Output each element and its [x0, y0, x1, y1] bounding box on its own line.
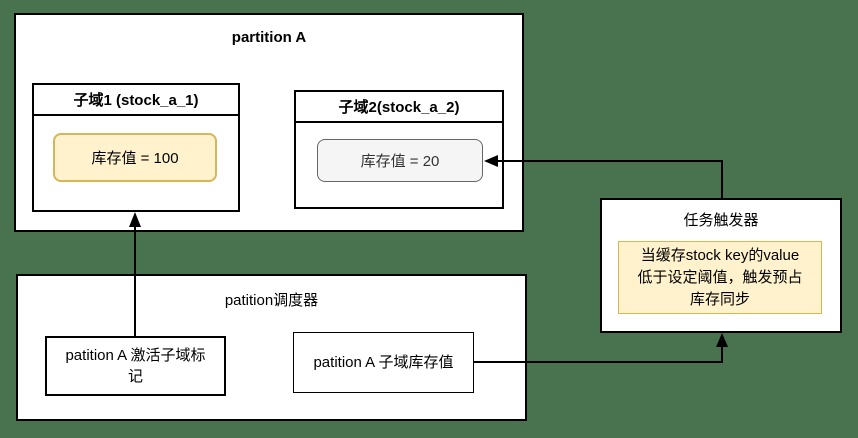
stock-value-20-label: 库存值 = 20: [360, 153, 440, 170]
subdomain1-node: 子域1 (stock_a_1) 库存值 = 100: [32, 83, 240, 212]
stock-value-20-badge: 库存值 = 20: [317, 139, 483, 182]
subdomain2-node: 子域2(stock_a_2) 库存值 = 20: [294, 90, 504, 209]
scheduler-group: patition调度器 patition A 激活子域标 记 patition …: [16, 274, 527, 421]
task-trigger-node: 任务触发器 当缓存stock key的value 低于设定阈值，触发预占 库存同…: [600, 198, 842, 333]
stock-value-100-badge: 库存值 = 100: [53, 133, 217, 182]
task-trigger-note-line: 库存同步: [689, 290, 750, 308]
subdomain1-title: 子域1 (stock_a_1): [34, 85, 238, 116]
task-trigger-note-line: 低于设定阈值，触发预占: [637, 268, 803, 286]
task-trigger-note-line: 当缓存stock key的value: [640, 246, 800, 264]
arrowhead-up-trigger: [716, 333, 728, 347]
task-trigger-title: 任务触发器: [683, 212, 759, 229]
stock-value-100-label: 库存值 = 100: [91, 150, 179, 167]
activation-flag-node: patition A 激活子域标 记: [45, 336, 226, 396]
subdomain-stock-value-label: patition A 子域库存值: [313, 354, 454, 371]
scheduler-title: patition调度器: [224, 292, 319, 309]
arrow-trigger-to-subdomain2-stock: [497, 160, 723, 198]
partition-a-group: partition A 子域1 (stock_a_1) 库存值 = 100 子域…: [14, 13, 524, 232]
subdomain2-title: 子域2(stock_a_2): [296, 92, 502, 123]
activation-flag-label-line: patition A 激活子域标: [65, 347, 206, 364]
task-trigger-note: 当缓存stock key的value 低于设定阈值，触发预占 库存同步: [618, 241, 822, 314]
subdomain-stock-value-node: patition A 子域库存值: [293, 332, 474, 393]
activation-flag-label-line: 记: [127, 368, 143, 385]
partition-a-title: partition A: [231, 29, 307, 46]
